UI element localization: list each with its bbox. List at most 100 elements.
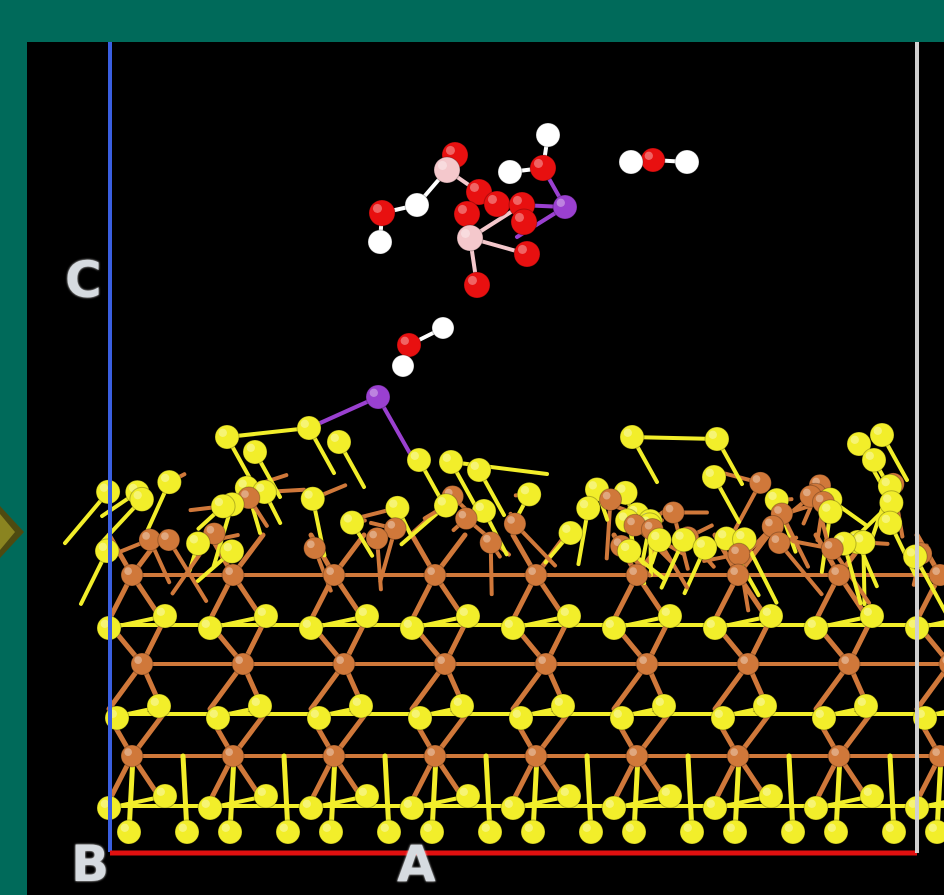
sulfur-atom [853, 693, 879, 719]
atom-highlight [706, 799, 715, 808]
atom-highlight [627, 517, 635, 526]
oxygen-atom [510, 208, 538, 236]
bond [631, 753, 641, 835]
atom-highlight [639, 656, 648, 665]
sulfur-atom [508, 705, 534, 731]
metal-atom [423, 563, 447, 587]
atom-highlight [740, 656, 749, 665]
bond [449, 460, 549, 476]
atom-highlight [343, 514, 353, 523]
oxygen-atom [368, 199, 396, 227]
molecular-viewport[interactable]: C B A [27, 42, 944, 895]
sulfur-atom [556, 603, 582, 629]
sulfur-atom [306, 705, 332, 731]
hydrogen-atom [367, 229, 393, 255]
atom-highlight [380, 823, 389, 832]
sulfur-atom [354, 603, 380, 629]
metal-atom [524, 744, 548, 768]
hydrogen-atom [497, 159, 523, 185]
atom-highlight [304, 490, 313, 499]
atom-highlight [873, 426, 882, 435]
atom-highlight [524, 823, 533, 832]
bond [777, 540, 824, 597]
atom-highlight [437, 497, 447, 506]
metal-atom [726, 744, 750, 768]
atom-highlight [100, 799, 110, 808]
atom-highlight [579, 499, 589, 509]
atom-highlight [762, 787, 771, 796]
metal-atom [322, 563, 346, 587]
atom-highlight [218, 428, 227, 437]
metal-atom [827, 563, 851, 587]
atom-highlight [326, 567, 334, 576]
sulfur-atom [803, 615, 829, 641]
sulfur-atom [692, 535, 718, 561]
atom-highlight [617, 484, 626, 493]
atom-highlight [560, 607, 569, 616]
metal-atom [454, 507, 478, 531]
sulfur-atom [247, 693, 273, 719]
sulfur-atom [621, 819, 647, 845]
atom-highlight [257, 787, 266, 796]
bond [732, 753, 742, 835]
atom-highlight [736, 530, 745, 540]
axis-label-a: A [397, 835, 436, 893]
metal-atom [130, 652, 154, 676]
atom-highlight [514, 212, 524, 222]
atom-highlight [765, 518, 773, 527]
metal-atom [383, 517, 407, 541]
atom-highlight [369, 388, 378, 397]
atom-highlight [554, 697, 563, 706]
metal-atom [827, 744, 851, 768]
atom-highlight [408, 196, 417, 205]
atom-highlight [726, 823, 735, 832]
atom-highlight [427, 567, 435, 576]
alkali-atom [365, 384, 391, 410]
metal-atom [928, 744, 944, 768]
atom-highlight [306, 540, 315, 549]
sulfur-atom [253, 783, 279, 809]
sulfur-atom [219, 538, 245, 564]
sulfur-atom [455, 603, 481, 629]
atom-highlight [831, 567, 840, 576]
metal-atom [322, 744, 346, 768]
atom-highlight [410, 451, 419, 460]
atom-highlight [885, 823, 894, 832]
bond [328, 753, 338, 835]
atom-highlight [435, 320, 443, 328]
sulfur-atom [354, 783, 380, 809]
atom-highlight [310, 709, 319, 718]
atom-highlight [756, 697, 765, 706]
atom-highlight [209, 709, 218, 718]
sulfur-atom [156, 469, 182, 495]
atom-highlight [705, 468, 714, 477]
atom-highlight [908, 799, 917, 808]
sulfur-atom [924, 819, 944, 845]
sulfur-atom [704, 426, 730, 452]
sulfur-atom [758, 603, 784, 629]
bond [934, 753, 944, 835]
atom-highlight [730, 748, 739, 757]
atom-highlight [460, 228, 471, 238]
metal-atom [820, 537, 844, 561]
metal-atom [727, 542, 751, 566]
unit-cell-layer [108, 42, 919, 856]
atom-highlight [539, 126, 548, 135]
atom-highlight [501, 163, 510, 172]
sulfur-atom [701, 464, 727, 490]
oxygen-atom [640, 147, 666, 173]
metal-atom [767, 531, 791, 555]
atom-highlight [302, 799, 311, 808]
oxygen-atom [463, 271, 491, 299]
atom-highlight [768, 491, 777, 501]
atom-highlight [731, 546, 739, 555]
atom-highlight [865, 451, 874, 460]
atom-highlight [824, 541, 833, 549]
atom-highlight [802, 488, 811, 497]
atom-highlight [469, 182, 480, 192]
atom-highlight [161, 532, 169, 540]
sulfur-atom [275, 819, 301, 845]
atom-highlight [257, 607, 266, 616]
bond [685, 753, 695, 835]
sulfur-atom [616, 538, 642, 564]
